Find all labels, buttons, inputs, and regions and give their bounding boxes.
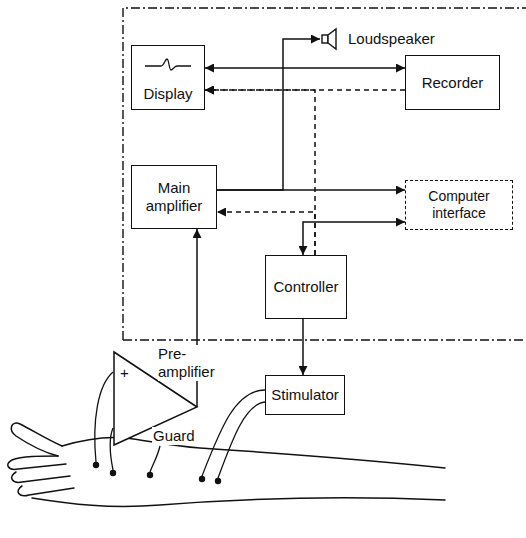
node-label: Loudspeaker [348,30,435,48]
interface-box: Computer interface [405,180,513,230]
controller-box: Controller [265,255,347,319]
loudspeaker: Loudspeaker [320,26,480,52]
system-enclosure [123,8,526,340]
node-label: Recorder [422,74,484,92]
stimulator-box: Stimulator [265,375,345,415]
amplifier-box: Main amplifier [131,165,217,229]
node-label: Display [143,85,192,103]
node-label: Main amplifier [132,179,216,215]
signal-connector [217,39,320,190]
signal-connector [217,212,315,255]
loudspeaker-symbol [320,27,342,51]
node-label: Controller [273,278,338,296]
electrodes [93,462,221,484]
signal-connector [303,222,405,255]
arm-drawing [8,423,445,506]
node-label: Computer interface [406,188,512,222]
signal-connector [302,319,304,375]
display-box: Display [131,45,205,110]
node-label: Stimulator [271,386,339,404]
recorder-box: Recorder [405,55,500,110]
waveform-icon [143,56,193,74]
input-sign: + [119,364,130,382]
node-label: Pre-amplifier [158,345,222,381]
signal-connector [205,90,315,255]
guard-label: Guard [152,427,196,445]
signal-connector [205,67,405,69]
signal-connector [217,189,405,191]
